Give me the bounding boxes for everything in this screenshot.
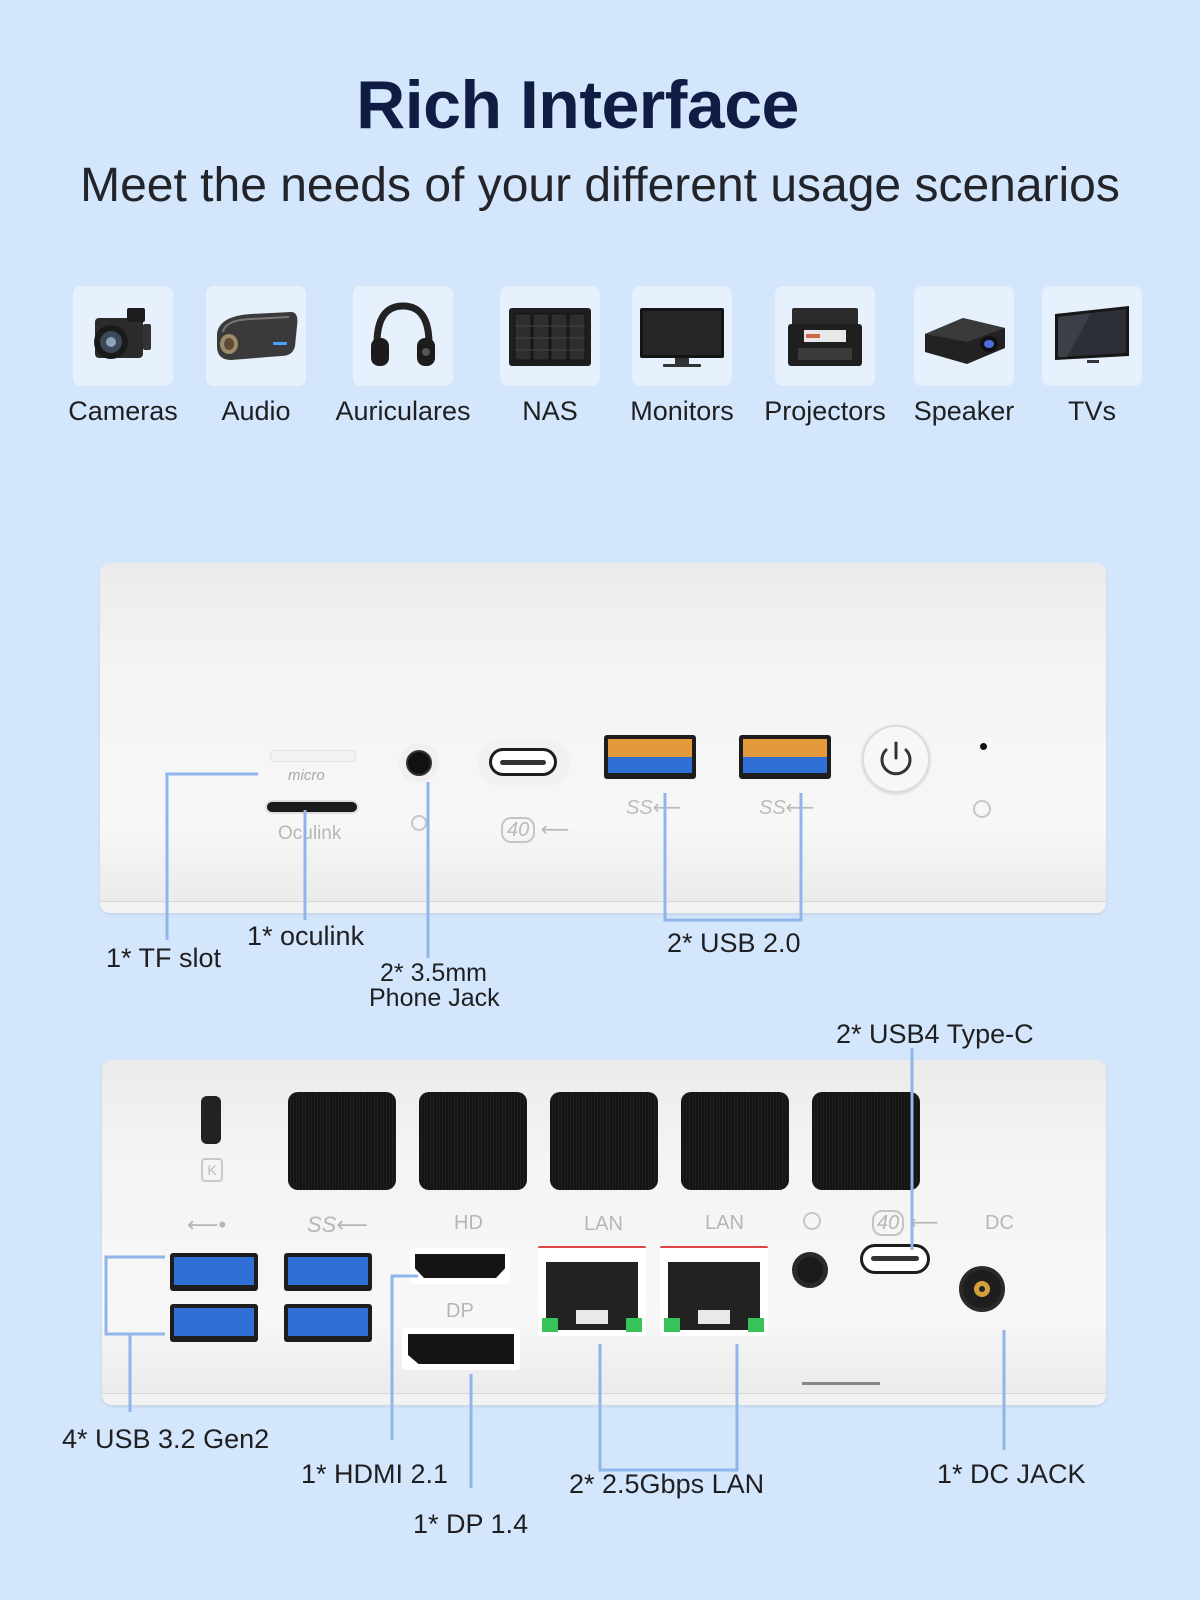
scenario-auriculares: Auriculares bbox=[328, 286, 478, 427]
lan-port-2[interactable] bbox=[660, 1246, 768, 1336]
scenario-label: NAS bbox=[522, 396, 578, 426]
usb-icon: ⟵• bbox=[187, 1212, 227, 1237]
mini-pc-front-panel: micro Oculink 40 ⟵ SS⟵ SS⟵ bbox=[100, 563, 1106, 913]
lock-icon: K bbox=[201, 1158, 223, 1182]
panel-lip bbox=[102, 1393, 1106, 1405]
projector-icon bbox=[914, 286, 1014, 386]
vent-5 bbox=[812, 1092, 920, 1190]
micro-sd-mark: micro bbox=[288, 767, 325, 784]
scenario-tvs: TVs bbox=[1017, 286, 1167, 427]
usage-scenarios: Cameras Audio Auriculares bbox=[0, 286, 1200, 436]
thunderbolt-40-mark: 40 ⟵ bbox=[501, 817, 569, 843]
tv-icon bbox=[1042, 286, 1142, 386]
power-button[interactable] bbox=[862, 725, 930, 793]
dc-jack-port[interactable] bbox=[959, 1266, 1005, 1312]
usb4-mark: 40 bbox=[501, 817, 536, 843]
superspeed-usb-icon: SS⟵ bbox=[626, 797, 682, 819]
nas-icon bbox=[500, 286, 600, 386]
usb-a-port-1[interactable] bbox=[604, 735, 696, 779]
usb-a-port-2[interactable] bbox=[739, 735, 831, 779]
scenario-label: Auriculares bbox=[335, 396, 471, 426]
phone-jack[interactable] bbox=[792, 1252, 828, 1288]
callout-dp: 1* DP 1.4 bbox=[413, 1509, 529, 1539]
thunderbolt-40-mark: 40 ⟵ bbox=[872, 1210, 938, 1236]
headphones-icon bbox=[353, 286, 453, 386]
scenario-cameras: Cameras bbox=[48, 286, 198, 427]
headset-icon bbox=[803, 1212, 821, 1230]
callout-phone-jack: 2* 3.5mm bbox=[380, 959, 487, 987]
displayport-port[interactable] bbox=[402, 1328, 520, 1370]
scenario-label: Audio bbox=[221, 396, 291, 426]
oculink-port bbox=[265, 800, 359, 814]
callout-phone-jack-line2: Phone Jack bbox=[369, 984, 500, 1012]
scenario-label: Monitors bbox=[630, 396, 734, 426]
phone-jack bbox=[406, 750, 432, 776]
vent-2 bbox=[419, 1092, 527, 1190]
scenario-monitors: Monitors bbox=[607, 286, 757, 427]
superspeed-usb-icon: SS⟵ bbox=[307, 1212, 368, 1237]
callout-dc-jack: 1* DC JACK bbox=[937, 1459, 1086, 1489]
scenario-label: Cameras bbox=[68, 396, 178, 426]
power-icon bbox=[880, 741, 912, 776]
vent-3 bbox=[550, 1092, 658, 1190]
usb32-port-1[interactable] bbox=[170, 1253, 258, 1291]
base-mark bbox=[802, 1382, 880, 1385]
kensington-lock-slot bbox=[201, 1096, 221, 1144]
callout-tf-slot: 1* TF slot bbox=[106, 943, 222, 973]
headset-icon bbox=[411, 815, 427, 831]
callout-usb32: 4* USB 3.2 Gen2 bbox=[62, 1424, 270, 1454]
lan-mark-1: LAN bbox=[584, 1213, 623, 1235]
hdmi-mark: HD bbox=[454, 1212, 483, 1234]
reset-icon bbox=[973, 800, 991, 818]
superspeed-usb-icon: SS⟵ bbox=[759, 797, 815, 819]
lan-port-1[interactable] bbox=[538, 1246, 646, 1336]
callout-phone-jack-line1: 2* 3.5mm bbox=[380, 959, 487, 987]
printer-icon bbox=[775, 286, 875, 386]
callout-usb20: 2* USB 2.0 bbox=[667, 928, 801, 958]
callout-lan: 2* 2.5Gbps LAN bbox=[569, 1469, 765, 1499]
camera-icon bbox=[73, 286, 173, 386]
usb4-type-c-port[interactable] bbox=[860, 1244, 930, 1274]
dc-mark: DC bbox=[985, 1212, 1014, 1234]
page-title: Rich Interface bbox=[356, 67, 799, 143]
scenario-label: Projectors bbox=[764, 396, 886, 426]
audio-icon bbox=[206, 286, 306, 386]
tf-slot bbox=[270, 750, 356, 762]
oculink-mark: Oculink bbox=[278, 823, 342, 844]
hdmi-port[interactable] bbox=[410, 1248, 510, 1284]
monitor-icon bbox=[632, 286, 732, 386]
mini-pc-rear-panel: K ⟵• SS⟵ HD LAN LAN 40 ⟵ DC DP bbox=[102, 1060, 1106, 1405]
scenario-label: TVs bbox=[1067, 396, 1116, 426]
scenario-speaker: Speaker bbox=[889, 286, 1039, 427]
usb32-port-3[interactable] bbox=[284, 1253, 372, 1291]
scenario-label: Speaker bbox=[913, 396, 1015, 426]
status-led bbox=[980, 743, 987, 750]
usb32-port-2[interactable] bbox=[170, 1304, 258, 1342]
scenario-nas: NAS bbox=[475, 286, 625, 427]
vent-4 bbox=[681, 1092, 789, 1190]
usb4-mark: 40 bbox=[872, 1210, 905, 1236]
callout-hdmi: 1* HDMI 2.1 bbox=[301, 1459, 449, 1489]
usb32-port-4[interactable] bbox=[284, 1304, 372, 1342]
scenario-projectors: Projectors bbox=[750, 286, 900, 427]
callout-usb4: 2* USB4 Type-C bbox=[836, 1019, 1034, 1049]
lan-mark-2: LAN bbox=[705, 1212, 744, 1234]
vent-1 bbox=[288, 1092, 396, 1190]
page-subtitle: Meet the needs of your different usage s… bbox=[80, 159, 1120, 212]
usb-c-port[interactable] bbox=[489, 748, 557, 776]
scenario-audio: Audio bbox=[181, 286, 331, 427]
panel-lip bbox=[100, 901, 1106, 913]
callout-oculink: 1* oculink bbox=[247, 921, 365, 951]
dp-mark: DP bbox=[446, 1300, 474, 1322]
